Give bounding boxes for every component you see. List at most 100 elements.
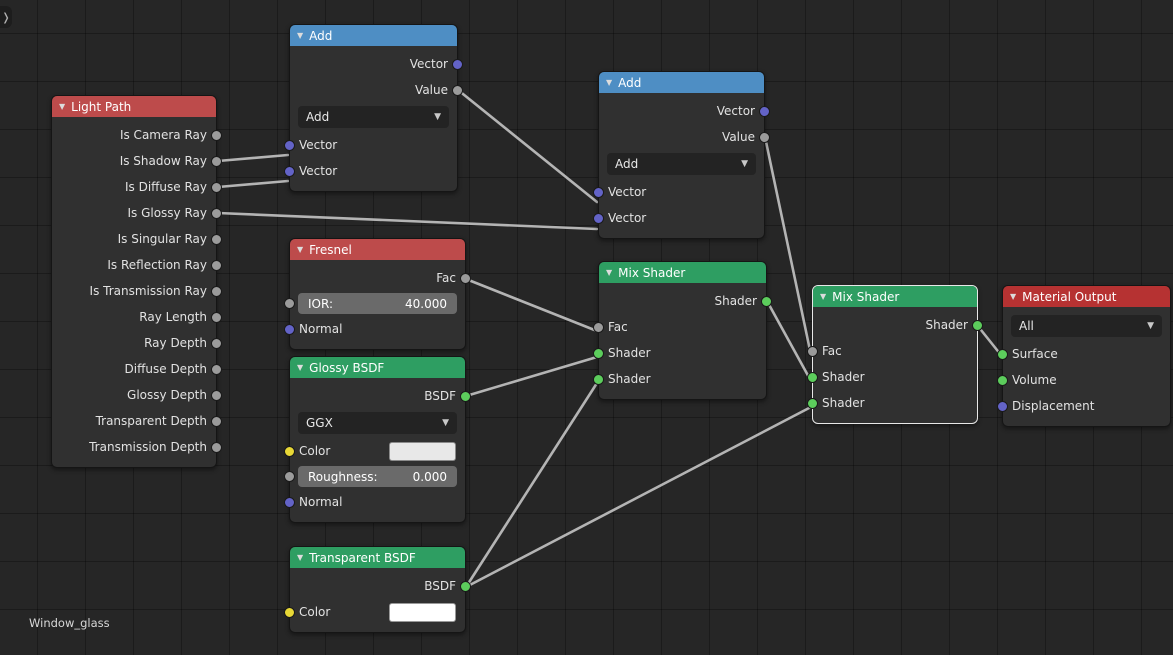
input-socket-color[interactable] bbox=[284, 607, 295, 618]
input-socket-vector-2[interactable] bbox=[284, 166, 295, 177]
node-header-add-1[interactable]: ▼ Add bbox=[290, 25, 457, 46]
input-socket-shader-2[interactable] bbox=[593, 374, 604, 385]
output-socket-glossy-depth[interactable] bbox=[211, 390, 222, 401]
node-glossy-bsdf[interactable]: ▼ Glossy BSDF BSDF GGX ▼ Color Roughness… bbox=[284, 356, 471, 523]
output-socket-shader[interactable] bbox=[761, 296, 772, 307]
output-socket-value[interactable] bbox=[452, 85, 463, 96]
output-socket-ray-length[interactable] bbox=[211, 312, 222, 323]
node-header-material-output[interactable]: ▼ Material Output bbox=[1003, 286, 1170, 307]
output-socket-vector[interactable] bbox=[759, 106, 770, 117]
input-socket-vector-1[interactable] bbox=[284, 140, 295, 151]
triangle-down-icon[interactable]: ▼ bbox=[1010, 291, 1017, 301]
node-mix-shader-1[interactable]: ▼ Mix Shader Shader Fac Shader Shader bbox=[593, 261, 772, 400]
input-socket-normal[interactable] bbox=[284, 497, 295, 508]
output-row-bsdf: BSDF bbox=[290, 573, 471, 599]
input-socket-ior[interactable] bbox=[284, 298, 295, 309]
socket-label: Ray Length bbox=[139, 310, 207, 324]
node-header-mix-shader-1[interactable]: ▼ Mix Shader bbox=[599, 262, 766, 283]
color-swatch[interactable] bbox=[389, 602, 456, 622]
output-row-is-singular-ray: Is Singular Ray bbox=[52, 226, 222, 252]
field-value: 40.000 bbox=[405, 296, 447, 311]
node-light-path[interactable]: ▼ Light Path Is Camera Ray Is Shadow Ray… bbox=[51, 95, 222, 468]
node-transparent-bsdf[interactable]: ▼ Transparent BSDF BSDF Color bbox=[284, 546, 471, 633]
node-header-mix-shader-2[interactable]: ▼ Mix Shader bbox=[813, 286, 977, 307]
node-mix-shader-2[interactable]: ▼ Mix Shader Shader Fac Shader Shader bbox=[807, 285, 983, 424]
color-swatch[interactable] bbox=[389, 441, 456, 461]
triangle-down-icon[interactable]: ▼ bbox=[297, 244, 304, 254]
output-socket-transparent-depth[interactable] bbox=[211, 416, 222, 427]
node-header-fresnel[interactable]: ▼ Fresnel bbox=[290, 239, 465, 260]
link-shadowray-to-add1 bbox=[216, 153, 290, 163]
node-body-light-path: Is Camera Ray Is Shadow Ray Is Diffuse R… bbox=[52, 117, 222, 467]
ior-value-field[interactable]: IOR: 40.000 bbox=[298, 293, 457, 314]
input-socket-shader-2[interactable] bbox=[807, 398, 818, 409]
output-socket-is-glossy-ray[interactable] bbox=[211, 208, 222, 219]
triangle-down-icon[interactable]: ▼ bbox=[606, 267, 613, 277]
input-socket-displacement[interactable] bbox=[997, 401, 1008, 412]
dropdown-value: GGX bbox=[306, 416, 333, 430]
output-socket-transmission-depth[interactable] bbox=[211, 442, 222, 453]
node-material-output[interactable]: ▼ Material Output All ▼ Surface Volume D… bbox=[997, 285, 1171, 427]
input-row-shader-1: Shader bbox=[593, 340, 766, 366]
node-vector-math-add-2[interactable]: ▼ Add Vector Value Add ▼ Vector Vecto bbox=[593, 71, 770, 239]
chevron-down-icon: ▼ bbox=[1147, 321, 1154, 331]
triangle-down-icon[interactable]: ▼ bbox=[297, 552, 304, 562]
node-header-light-path[interactable]: ▼ Light Path bbox=[52, 96, 216, 117]
distribution-dropdown[interactable]: GGX ▼ bbox=[298, 412, 457, 434]
output-socket-vector[interactable] bbox=[452, 59, 463, 70]
input-socket-vector-1[interactable] bbox=[593, 187, 604, 198]
input-socket-surface[interactable] bbox=[997, 349, 1008, 360]
material-name-label: Window_glass bbox=[29, 616, 110, 630]
input-socket-shader-1[interactable] bbox=[807, 372, 818, 383]
triangle-down-icon[interactable]: ▼ bbox=[820, 291, 827, 301]
output-row-bsdf: BSDF bbox=[290, 383, 471, 409]
link-glossyray-to-add2 bbox=[216, 211, 599, 231]
node-header-add-2[interactable]: ▼ Add bbox=[599, 72, 764, 93]
field-label: Roughness: bbox=[308, 469, 378, 484]
socket-label: Shader bbox=[822, 396, 865, 410]
output-socket-is-reflection-ray[interactable] bbox=[211, 260, 222, 271]
triangle-down-icon[interactable]: ▼ bbox=[297, 30, 304, 40]
chevron-down-icon: ▼ bbox=[434, 112, 441, 122]
operation-dropdown[interactable]: Add ▼ bbox=[298, 106, 449, 128]
node-title: Mix Shader bbox=[832, 289, 900, 304]
input-socket-fac[interactable] bbox=[807, 346, 818, 357]
triangle-down-icon[interactable]: ▼ bbox=[606, 77, 613, 87]
node-fresnel[interactable]: ▼ Fresnel Fac IOR: 40.000 Normal bbox=[284, 238, 471, 350]
field-label: IOR: bbox=[308, 296, 333, 311]
operation-dropdown[interactable]: Add ▼ bbox=[607, 153, 756, 175]
output-socket-is-camera-ray[interactable] bbox=[211, 130, 222, 141]
output-socket-ray-depth[interactable] bbox=[211, 338, 222, 349]
input-socket-fac[interactable] bbox=[593, 322, 604, 333]
output-row-is-reflection-ray: Is Reflection Ray bbox=[52, 252, 222, 278]
output-socket-diffuse-depth[interactable] bbox=[211, 364, 222, 375]
triangle-down-icon[interactable]: ▼ bbox=[297, 362, 304, 372]
node-header-glossy-bsdf[interactable]: ▼ Glossy BSDF bbox=[290, 357, 465, 378]
node-title: Light Path bbox=[71, 99, 132, 114]
node-header-transparent-bsdf[interactable]: ▼ Transparent BSDF bbox=[290, 547, 465, 568]
link-transparent-to-mix2shader2 bbox=[464, 405, 813, 589]
triangle-down-icon[interactable]: ▼ bbox=[59, 101, 66, 111]
output-socket-is-shadow-ray[interactable] bbox=[211, 156, 222, 167]
chevron-right-icon[interactable]: ❭ bbox=[0, 6, 12, 28]
output-socket-is-diffuse-ray[interactable] bbox=[211, 182, 222, 193]
input-socket-roughness[interactable] bbox=[284, 471, 295, 482]
input-socket-normal[interactable] bbox=[284, 324, 295, 335]
output-socket-shader[interactable] bbox=[972, 320, 983, 331]
input-socket-volume[interactable] bbox=[997, 375, 1008, 386]
target-dropdown[interactable]: All ▼ bbox=[1011, 315, 1162, 337]
output-socket-is-singular-ray[interactable] bbox=[211, 234, 222, 245]
input-socket-shader-1[interactable] bbox=[593, 348, 604, 359]
output-socket-value[interactable] bbox=[759, 132, 770, 143]
input-socket-vector-2[interactable] bbox=[593, 213, 604, 224]
output-socket-fac[interactable] bbox=[460, 273, 471, 284]
node-vector-math-add-1[interactable]: ▼ Add Vector Value Add ▼ Vector Vecto bbox=[284, 24, 463, 192]
roughness-value-field[interactable]: Roughness: 0.000 bbox=[298, 466, 457, 487]
output-socket-bsdf[interactable] bbox=[460, 581, 471, 592]
output-socket-is-transmission-ray[interactable] bbox=[211, 286, 222, 297]
input-socket-color[interactable] bbox=[284, 446, 295, 457]
output-socket-bsdf[interactable] bbox=[460, 391, 471, 402]
input-row-vector-1: Vector bbox=[593, 179, 764, 205]
socket-label: Transmission Depth bbox=[89, 440, 207, 454]
